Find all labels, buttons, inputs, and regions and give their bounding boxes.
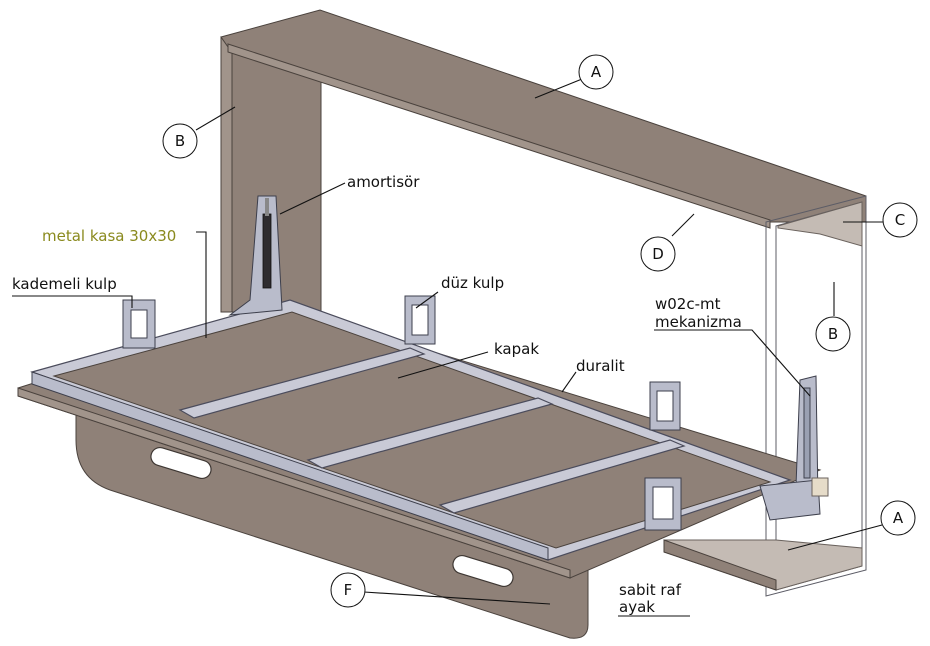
label-duz-kulp: düz kulp <box>441 274 504 292</box>
callout-b-left: B <box>162 123 198 159</box>
leg-handle-slot-left <box>150 446 212 480</box>
frame-crossbar-2 <box>306 397 554 469</box>
label-duralit: duralit <box>576 357 625 375</box>
svg-text:C: C <box>895 211 905 229</box>
leader-amortisor <box>279 182 346 215</box>
label-amortisor: amortisör <box>347 173 420 191</box>
svg-text:A: A <box>893 509 904 527</box>
callout-f: F <box>330 572 366 608</box>
leader-kademeli-kulp <box>12 295 133 308</box>
callout-a-top: A <box>578 54 614 90</box>
front-handle <box>644 477 682 531</box>
leader-a-top <box>534 78 583 99</box>
wall-bed-mechanism <box>759 375 829 521</box>
svg-text:A: A <box>591 63 602 81</box>
leader-f <box>363 591 551 605</box>
label-kademeli-kulp: kademeli kulp <box>12 275 117 293</box>
gas-spring <box>228 195 283 316</box>
svg-text:D: D <box>652 245 664 263</box>
top-panel-front-edge <box>227 43 771 229</box>
leader-duralit <box>561 371 577 393</box>
leg-handle-slot-right <box>452 554 514 588</box>
label-kapak: kapak <box>494 340 539 358</box>
flat-handle-left <box>404 295 436 345</box>
leader-duz-kulp <box>415 291 439 309</box>
leader-a-bottom <box>787 524 883 551</box>
label-metal-kasa: metal kasa 30x30 <box>42 227 176 245</box>
metal-frame-infill <box>52 311 772 549</box>
callout-b-right: B <box>815 316 851 352</box>
left-side-panel-edge <box>220 36 233 313</box>
leader-b-left <box>195 106 236 131</box>
flat-handle-right <box>649 381 681 431</box>
svg-text:B: B <box>175 132 185 150</box>
leader-d <box>671 213 695 237</box>
label-sabit-raf: sabit raf <box>619 581 682 599</box>
frame-crossbar-1 <box>178 347 426 419</box>
label-mekanizma-line1: w02c-mt <box>655 295 721 313</box>
label-ayak: ayak <box>619 598 655 616</box>
svg-text:B: B <box>828 325 838 343</box>
callout-d: D <box>640 236 676 272</box>
bed-base-plate-edge <box>17 387 571 579</box>
right-side-panel-inner <box>775 201 863 591</box>
callout-c: C <box>882 202 918 238</box>
frame-front-rail <box>31 371 549 561</box>
callout-a-bottom: A <box>880 500 916 536</box>
right-panel-c-insert <box>777 201 863 247</box>
frame-crossbar-3 <box>438 439 686 514</box>
leader-mekanizma <box>654 329 811 397</box>
stepped-handle <box>122 299 156 349</box>
leader-kapak <box>397 351 489 379</box>
label-mekanizma-line2: mekanizma <box>655 313 742 331</box>
leader-metal-kasa <box>196 231 207 338</box>
svg-text:F: F <box>344 581 353 599</box>
bottom-shelf-front <box>663 539 777 591</box>
